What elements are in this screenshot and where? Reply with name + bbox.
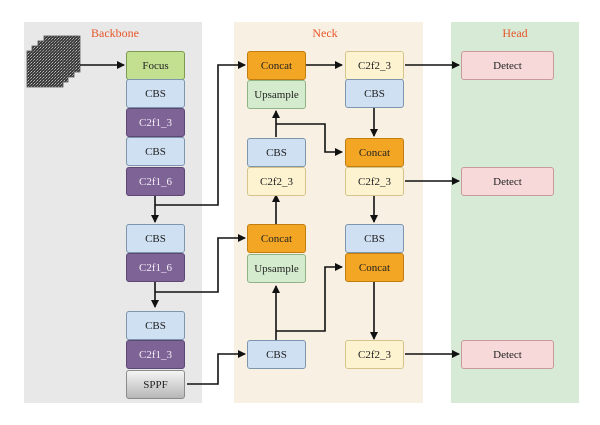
cbs-block: CBS bbox=[345, 224, 404, 253]
concat-block: Concat bbox=[247, 51, 306, 80]
concat-block: Concat bbox=[345, 138, 404, 167]
cbs-block: CBS bbox=[126, 79, 185, 108]
cbs-block: CBS bbox=[247, 138, 306, 167]
c2f1-6-block: C2f1_6 bbox=[126, 167, 185, 196]
upsample-block: Upsample bbox=[247, 254, 306, 283]
detect-block: Detect bbox=[461, 51, 554, 80]
cbs-block: CBS bbox=[126, 224, 185, 253]
c2f2-3-block: C2f2_3 bbox=[345, 167, 404, 196]
focus-block: Focus bbox=[126, 51, 185, 80]
c2f1-6-block: C2f1_6 bbox=[126, 253, 185, 282]
c2f2-3-block: C2f2_3 bbox=[345, 340, 404, 369]
cbs-block: CBS bbox=[247, 340, 306, 369]
cbs-block: CBS bbox=[126, 311, 185, 340]
head-title: Head bbox=[502, 26, 528, 40]
concat-block: Concat bbox=[247, 224, 306, 253]
neck-title: Neck bbox=[312, 26, 338, 40]
c2f1-3-block: C2f1_3 bbox=[126, 340, 185, 369]
detect-block: Detect bbox=[461, 340, 554, 369]
c2f2-3-block: C2f2_3 bbox=[247, 167, 306, 196]
backbone-title: Backbone bbox=[91, 26, 139, 40]
concat-block: Concat bbox=[345, 253, 404, 282]
c2f2-3-block: C2f2_3 bbox=[345, 51, 404, 80]
c2f1-3-block: C2f1_3 bbox=[126, 108, 185, 137]
cbs-block: CBS bbox=[126, 137, 185, 166]
upsample-block: Upsample bbox=[247, 80, 306, 109]
cbs-block: CBS bbox=[345, 79, 404, 108]
sppf-block: SPPF bbox=[126, 370, 185, 399]
detect-block: Detect bbox=[461, 167, 554, 196]
head-section bbox=[451, 22, 579, 403]
